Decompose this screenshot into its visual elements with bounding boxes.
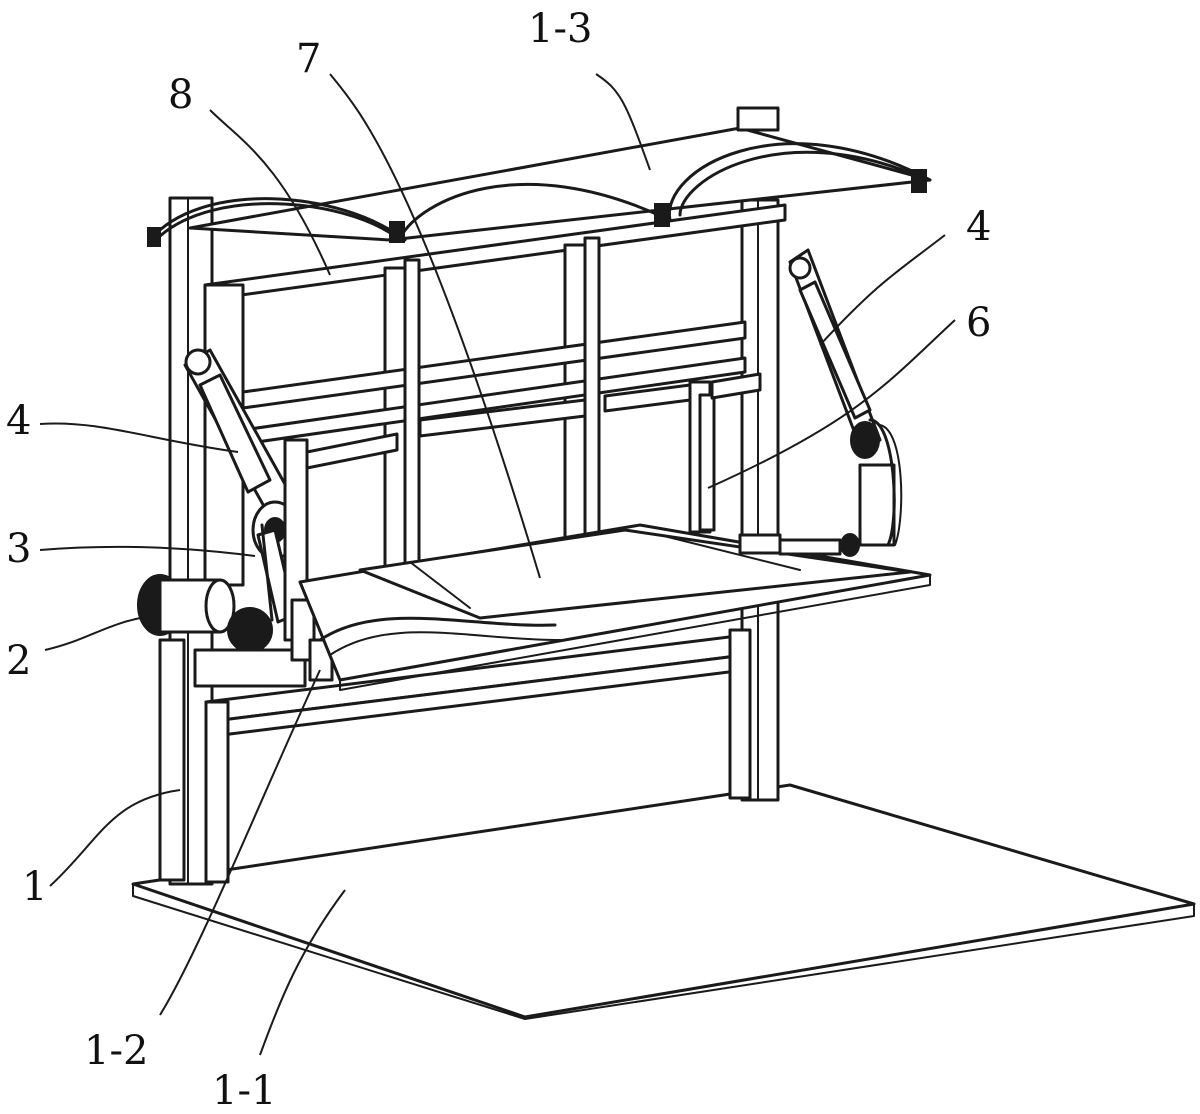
label-1: 1 (22, 864, 47, 910)
label-2: 2 (6, 638, 31, 684)
label-1-1: 1-1 (212, 1068, 276, 1114)
canopy (147, 106, 932, 247)
label-7: 7 (296, 36, 321, 82)
roller-shafts (305, 372, 762, 470)
label-4-left: 4 (6, 398, 31, 444)
right-bearing-stand (688, 380, 716, 534)
right-arm-assembly (788, 248, 903, 547)
upper-frame (203, 203, 787, 587)
bed-platform (298, 523, 932, 691)
label-8: 8 (168, 72, 193, 118)
part-labels: 1-3 8 7 4 6 4 3 2 1 1-2 1-1 (6, 6, 991, 1114)
motor (137, 574, 307, 688)
base-plate (131, 783, 1196, 1020)
lower-frame (204, 628, 752, 884)
label-6: 6 (966, 300, 991, 346)
label-4-right: 4 (966, 204, 991, 250)
label-1-2: 1-2 (84, 1028, 148, 1074)
left-bearing-stand (283, 438, 334, 682)
label-1-3: 1-3 (528, 6, 592, 52)
leader-lines (39, 73, 956, 1056)
label-3: 3 (6, 526, 31, 572)
